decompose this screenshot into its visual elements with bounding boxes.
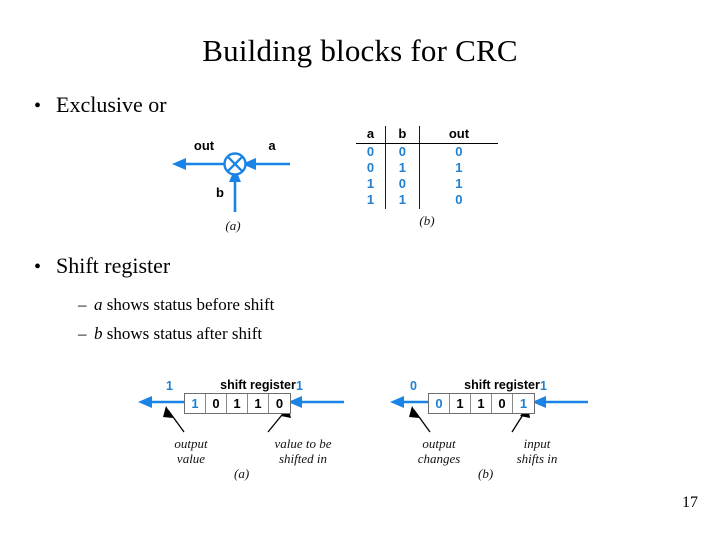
xor-gate-figure: out a b (a) <box>168 134 298 242</box>
register-cell: 1 <box>471 394 492 413</box>
xor-truth-table-figure: a b out 0 0 0 0 1 1 1 0 1 1 1 <box>356 126 498 229</box>
sub-bullet-symbol: a <box>94 295 103 314</box>
shift-register-a-left-value: 1 <box>166 379 173 393</box>
cell-a: 1 <box>366 192 375 207</box>
shift-register-b-right-value: 1 <box>540 379 547 393</box>
cell-a: 0 <box>366 160 375 175</box>
table-row: 0 1 1 <box>356 160 498 176</box>
shift-register-a-title: shift register <box>220 378 296 392</box>
bullet-shift-register: • Shift register <box>34 253 170 280</box>
shift-register-a-note-input: value to be shifted in <box>274 436 332 466</box>
sub-bullet-symbol: b <box>94 324 103 343</box>
register-cell: 1 <box>450 394 471 413</box>
table-header-a: a <box>356 126 386 144</box>
truth-table-caption: (b) <box>419 213 435 228</box>
xor-label-a: a <box>268 138 276 153</box>
table-row: 1 0 1 <box>356 176 498 192</box>
xor-truth-table: a b out 0 0 0 0 1 1 1 0 1 1 1 <box>356 126 498 209</box>
cell-out: 1 <box>418 160 498 176</box>
xor-gate-diagram: out a b <box>172 138 290 212</box>
bullet-label: Exclusive or <box>56 92 167 117</box>
bullet-label: Shift register <box>56 253 171 278</box>
dash-marker-icon: – <box>78 324 87 343</box>
page-title: Building blocks for CRC <box>202 33 518 68</box>
shift-register-a-caption: (a) <box>234 466 250 481</box>
register-cell: 1 <box>519 396 528 411</box>
table-header-out: out <box>418 126 498 144</box>
xor-label-b: b <box>216 185 224 200</box>
table-row: 1 1 0 <box>356 192 498 209</box>
bullet-marker-icon: • <box>34 95 42 117</box>
page-number: 17 <box>682 494 698 511</box>
table-header-row: a b out <box>356 126 498 144</box>
cell-a: 1 <box>366 176 375 191</box>
cell-b: 0 <box>384 143 420 160</box>
cell-b: 1 <box>384 192 420 209</box>
cell-b: 0 <box>384 176 420 192</box>
cell-out: 0 <box>418 143 498 160</box>
shift-register-b-title: shift register <box>464 378 540 392</box>
table-row: 0 0 0 <box>356 143 498 160</box>
table-header-b: b <box>384 126 420 144</box>
register-cell: 1 <box>227 394 248 413</box>
shift-register-b-figure: shift register 0 1 1 0 1 0 1 output chan… <box>388 378 658 498</box>
bullet-exclusive-or: • Exclusive or <box>34 92 167 119</box>
cell-b: 1 <box>384 160 420 176</box>
shift-register-b-cells: 0 1 1 0 1 <box>428 393 535 414</box>
shift-register-b-note-input: input shifts in <box>516 436 558 466</box>
register-cell: 0 <box>492 394 513 413</box>
shift-register-a-cells: 1 0 1 1 0 <box>184 393 291 414</box>
cell-out: 1 <box>418 176 498 192</box>
xor-figure-caption: (a) <box>225 218 241 233</box>
shift-register-b-caption: (b) <box>478 466 494 481</box>
register-cell: 0 <box>429 394 450 413</box>
register-cell: 1 <box>185 394 206 413</box>
register-cell: 0 <box>206 394 227 413</box>
register-cell: 0 <box>275 396 284 411</box>
sub-bullet-b-after-shift: –b shows status after shift <box>78 322 262 346</box>
register-cell: 1 <box>248 394 269 413</box>
xor-label-out: out <box>194 138 215 153</box>
cell-out: 0 <box>418 192 498 209</box>
shift-register-a-right-value: 1 <box>296 379 303 393</box>
cell-a: 0 <box>366 144 375 159</box>
shift-register-b-left-value: 0 <box>410 379 417 393</box>
bullet-marker-icon: • <box>34 256 42 278</box>
shift-register-a-note-output: output value <box>174 436 208 466</box>
sub-bullet-a-before-shift: –a shows status before shift <box>78 293 274 317</box>
sub-bullet-label: shows status before shift <box>102 295 275 314</box>
dash-marker-icon: – <box>78 295 87 314</box>
shift-register-b-note-output: output changes <box>417 436 461 466</box>
shift-register-a-figure: shift register 1 0 1 1 0 1 1 output valu… <box>136 378 406 498</box>
sub-bullet-label: shows status after shift <box>102 324 263 343</box>
